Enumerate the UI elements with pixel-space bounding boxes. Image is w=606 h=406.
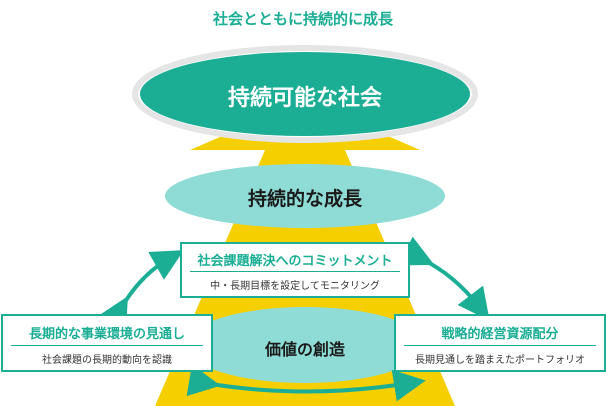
arrow-left-curve	[98, 250, 184, 332]
diagram-title: 社会とともに持続的に成長	[212, 10, 393, 28]
arrow-right-curve	[398, 236, 490, 321]
commitment-title: 社会課題解決へのコミットメント	[197, 254, 393, 269]
commitment-subtitle: 中・長期目標を設定してモニタリング	[210, 281, 380, 292]
commitment-divider	[190, 271, 400, 272]
goal-oval	[140, 52, 470, 136]
growth-label: 持続的な成長	[247, 188, 362, 210]
left-box-subtitle: 社会課題の長期的動向を認識	[42, 355, 172, 366]
left-box-title: 長期的な事業環境の見通し	[28, 327, 185, 342]
value-creation-label: 価値の創造	[264, 340, 345, 359]
right-box-title: 戦略的経営資源配分	[441, 327, 559, 342]
right-box: 戦略的経営資源配分 長期見通しを踏まえたポートフォリオ	[394, 314, 606, 372]
arrow-bottom-curve	[186, 364, 426, 402]
left-box-divider	[11, 345, 203, 346]
right-box-subtitle: 長期見通しを踏まえたポートフォリオ	[415, 355, 585, 366]
right-box-divider	[404, 345, 596, 346]
commitment-box: 社会課題解決へのコミットメント 中・長期目標を設定してモニタリング	[180, 242, 410, 298]
goal-label: 持続可能な社会	[227, 86, 382, 111]
value-oval	[185, 307, 425, 383]
left-box: 長期的な事業環境の見通し 社会課題の長期的動向を認識	[1, 314, 213, 372]
growth-oval	[165, 164, 445, 228]
